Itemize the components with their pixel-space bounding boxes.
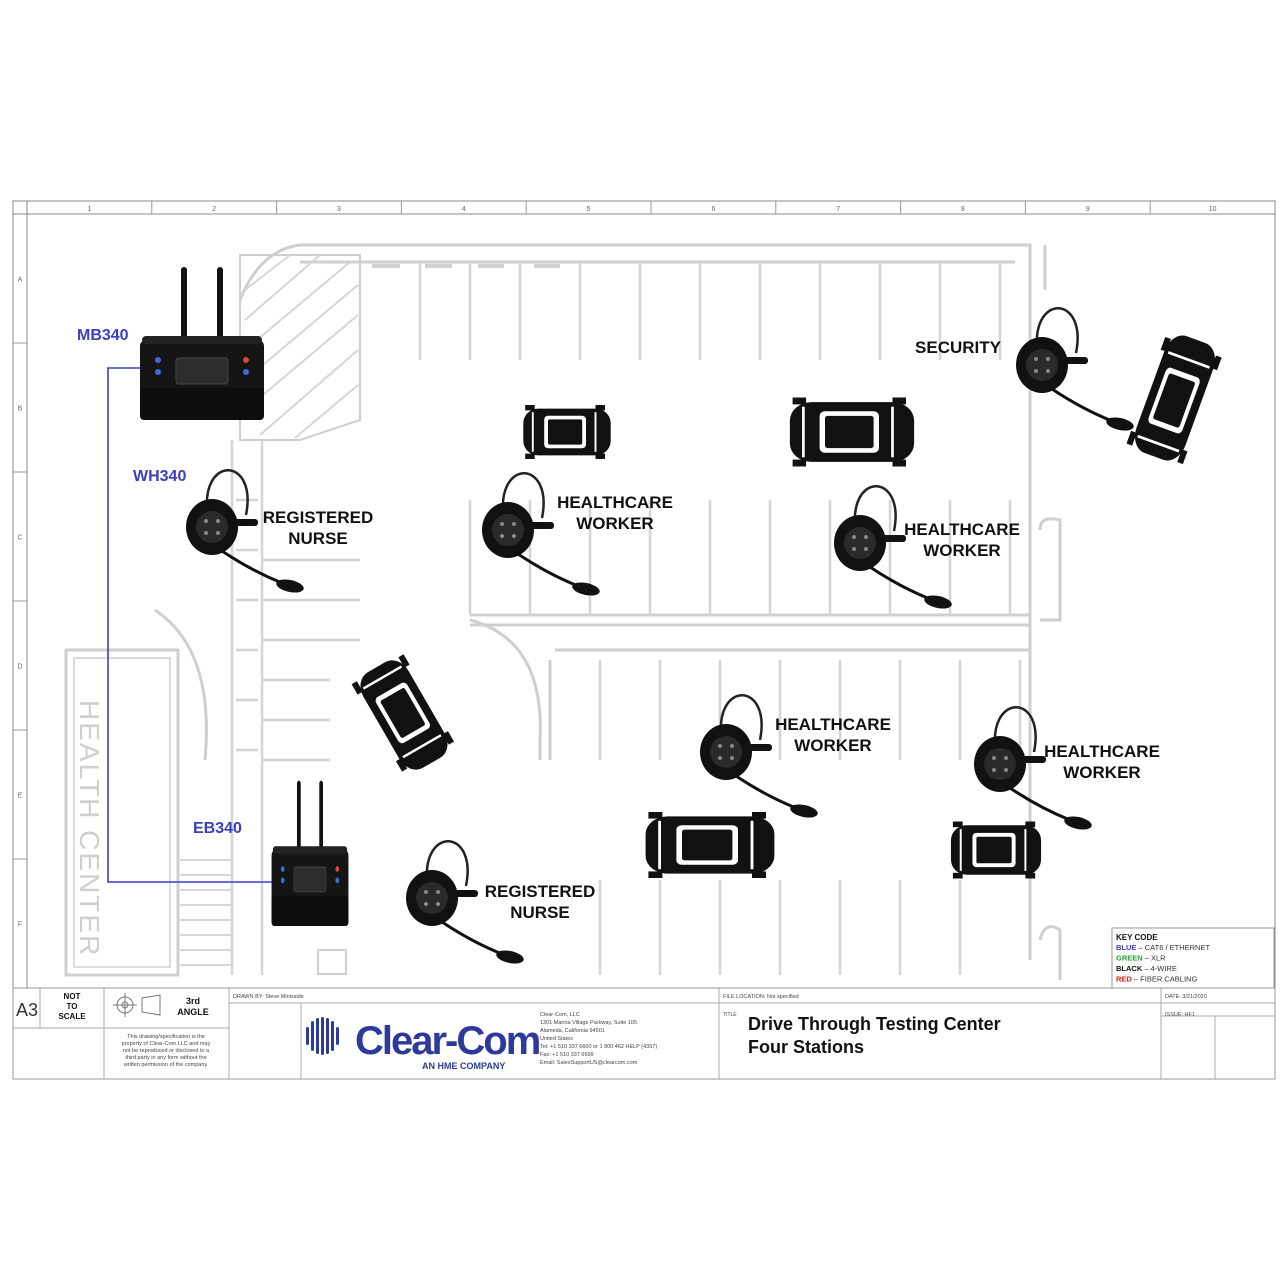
car-icon [349, 651, 459, 779]
svg-text:property of Clear-Com LLC and: property of Clear-Com LLC and may [122, 1041, 211, 1047]
car-icon [788, 396, 916, 468]
extension-base-station-icon [272, 784, 349, 927]
key-code-title: KEY CODE [1116, 933, 1158, 942]
column-marker: 2 [212, 206, 216, 213]
headset-model-label: WH340 [133, 468, 186, 485]
column-markers: 1 2 3 4 5 6 7 8 9 10 [87, 201, 1217, 214]
station-label: HEALTHCARE WORKER [1044, 742, 1160, 782]
column-marker: 5 [587, 206, 591, 213]
column-marker: 10 [1209, 206, 1217, 213]
svg-text:Email: SalesSupportUS@clearcom: Email: SalesSupportUS@clearcom.com [540, 1060, 638, 1066]
headset-icon [184, 468, 307, 597]
station-label-line2: NURSE [288, 529, 348, 548]
projection-symbol-icon [113, 993, 161, 1017]
station-label-line2: WORKER [923, 541, 1000, 560]
logo-name: Clear-Com [355, 1019, 540, 1063]
title-block: A3 NOT TO SCALE 3rd ANGLE This drawing/s… [12, 987, 1276, 1080]
svg-text:Alameda, California 94501: Alameda, California 94501 [540, 1028, 605, 1034]
key-code-legend: KEY CODE BLUE – CAT6 / ETHERNET GREEN – X… [1111, 927, 1275, 989]
row-marker: B [18, 406, 23, 413]
row-marker: F [18, 922, 22, 929]
station-label-line1: REGISTERED [263, 508, 374, 527]
parking-lot [64, 243, 1062, 980]
file-location: FILE LOCATION: Not specified [723, 994, 799, 1000]
headset-icon [404, 839, 527, 968]
svg-text:Clear-Com, LLC: Clear-Com, LLC [540, 1012, 580, 1018]
column-marker: 1 [87, 206, 91, 213]
car-icon [1124, 328, 1226, 468]
station-label-line1: REGISTERED [485, 882, 596, 901]
row-marker: A [18, 277, 23, 284]
drawn-by: DRAWN BY: Steve Minisside [233, 994, 304, 1000]
column-marker: 6 [711, 206, 715, 213]
column-marker: 4 [462, 206, 466, 213]
station-label: HEALTHCARE WORKER [557, 493, 673, 533]
svg-text:United States: United States [540, 1036, 573, 1042]
station-label-line1: HEALTHCARE [775, 715, 891, 734]
column-marker: 7 [836, 206, 840, 213]
svg-text:written permission of the comp: written permission of the company. [123, 1062, 209, 1068]
drawing-issue: ISSUE: HF1 [1165, 1012, 1195, 1018]
row-marker: C [17, 535, 22, 542]
station-label-line2: NURSE [510, 903, 570, 922]
clear-com-logo-icon: Clear-Com AN HME COMPANY [306, 1017, 542, 1071]
headset-icon [480, 471, 603, 600]
station-label: SECURITY [915, 338, 1002, 357]
station-label: REGISTERED NURSE [263, 508, 374, 548]
angle-line: ANGLE [177, 1007, 209, 1017]
row-markers: A B C D E F [13, 277, 27, 929]
station-label-line1: HEALTHCARE [904, 520, 1020, 539]
company-address: Clear-Com, LLC 1301 Marina Village Parkw… [540, 1012, 657, 1066]
sheet-size: A3 [16, 1000, 38, 1020]
svg-text:Fax: +1 510 337 6699: Fax: +1 510 337 6699 [540, 1052, 594, 1058]
station-label: HEALTHCARE WORKER [775, 715, 891, 755]
drawing-frame [12, 200, 1276, 1080]
drawing-title-line1: Drive Through Testing Center [748, 1014, 1001, 1034]
title-prefix: TITLE [723, 1012, 737, 1018]
station-label-line2: WORKER [1063, 763, 1140, 782]
angle-line: 3rd [186, 996, 200, 1006]
key-code-item: RED – FIBER CABLING [1116, 975, 1197, 984]
headset-icon [698, 693, 821, 822]
svg-text:1301 Marina Village Parkway, S: 1301 Marina Village Parkway, Suite 105 [540, 1020, 637, 1026]
headset-icon [1014, 306, 1137, 435]
logo-subtitle: AN HME COMPANY [422, 1061, 505, 1071]
key-code-item: BLACK – 4-WIRE [1116, 964, 1177, 973]
scale-line: SCALE [58, 1012, 86, 1021]
main-base-station-icon [140, 270, 264, 420]
svg-text:This drawing/specification is: This drawing/specification is the [127, 1034, 205, 1040]
station-label-line2: WORKER [794, 736, 871, 755]
key-code-item: GREEN – XLR [1116, 954, 1166, 963]
car-icon [522, 404, 612, 460]
station-label-line1: SECURITY [915, 338, 1002, 357]
drawing-date: DATE: 3/21/2020 [1165, 994, 1207, 1000]
column-marker: 3 [337, 206, 341, 213]
scale-line: TO [67, 1002, 78, 1011]
station-label-line1: HEALTHCARE [557, 493, 673, 512]
column-marker: 9 [1086, 206, 1090, 213]
car-icon [644, 810, 776, 880]
car-icon [949, 820, 1043, 880]
building-label: HEALTH CENTER [74, 700, 105, 957]
row-marker: E [18, 793, 23, 800]
station-label: HEALTHCARE WORKER [904, 520, 1020, 560]
station-label-line1: HEALTHCARE [1044, 742, 1160, 761]
drawing-title-line2: Four Stations [748, 1037, 864, 1057]
station-label-line2: WORKER [576, 514, 653, 533]
cat6-cable [107, 367, 272, 883]
svg-text:Tel: +1 510 337 6600 or 1 800: Tel: +1 510 337 6600 or 1 800 462 HELP (… [540, 1044, 657, 1050]
disclaimer: This drawing/specification is the proper… [122, 1034, 211, 1068]
scale-line: NOT [64, 992, 81, 1001]
station-label: REGISTERED NURSE [485, 882, 596, 922]
svg-text:third party in any form withou: third party in any form without the [125, 1055, 206, 1061]
extension-base-label: EB340 [193, 820, 242, 837]
main-base-label: MB340 [77, 327, 129, 344]
key-code-item: BLUE – CAT6 / ETHERNET [1116, 943, 1210, 952]
column-marker: 8 [961, 206, 965, 213]
svg-text:not be reproduced or disclosed: not be reproduced or disclosed to a [123, 1048, 210, 1054]
row-marker: D [17, 664, 22, 671]
